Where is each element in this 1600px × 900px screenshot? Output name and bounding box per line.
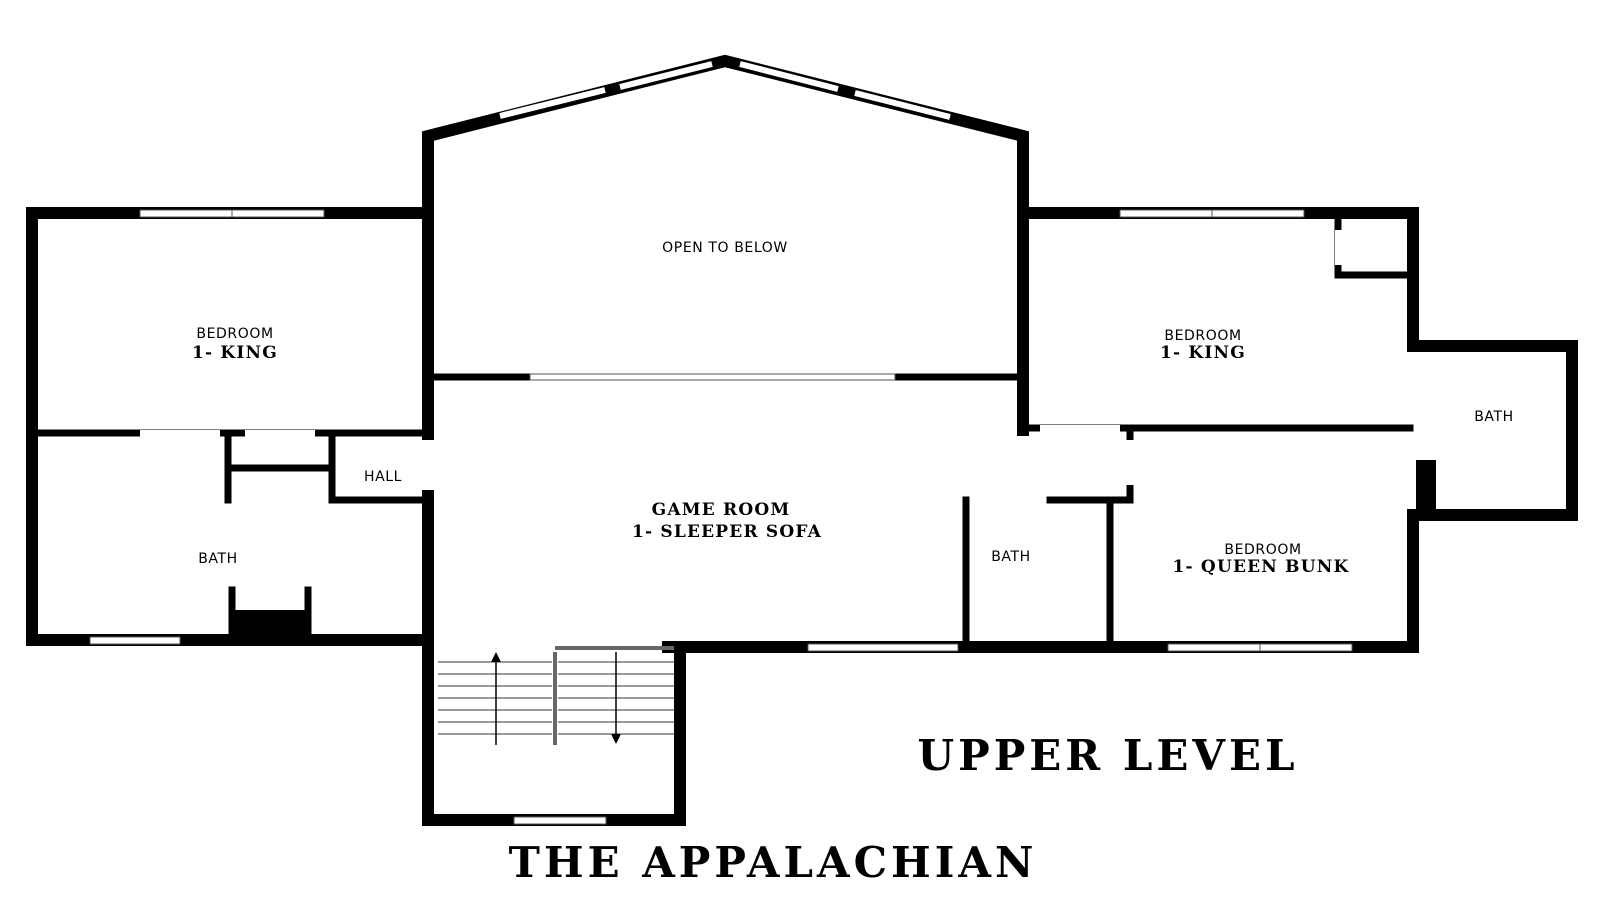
stair-treads-left bbox=[438, 661, 552, 735]
far-right-bath-door bbox=[1408, 360, 1418, 400]
window-peak-4 bbox=[854, 90, 951, 120]
label-game-room-bed: 1- SLEEPER SOFA bbox=[632, 522, 822, 542]
far-right-bath-fixture bbox=[1416, 460, 1436, 512]
left-bath-door bbox=[140, 430, 220, 438]
closet-walls bbox=[224, 429, 429, 504]
window-left-bath bbox=[89, 636, 181, 645]
walls bbox=[26, 54, 1578, 826]
plan-name-title: THE APPALACHIAN bbox=[509, 838, 1038, 887]
bedroom-bunk-door bbox=[1040, 425, 1120, 435]
window-game-room bbox=[807, 643, 959, 652]
label-bath-left: BATH bbox=[198, 551, 238, 567]
label-bedroom-left-bed: 1- KING bbox=[192, 343, 278, 363]
peak-wall bbox=[422, 54, 1029, 646]
label-bedroom-bunk: BEDROOM bbox=[1224, 542, 1301, 558]
label-bedroom-right: BEDROOM bbox=[1164, 328, 1241, 344]
label-bath-far-right: BATH bbox=[1474, 409, 1514, 425]
label-bath-center: BATH bbox=[991, 549, 1031, 565]
closet-left-door bbox=[245, 430, 315, 438]
hall-door bbox=[420, 440, 436, 490]
closet-door bbox=[1335, 230, 1343, 265]
window-peak-2 bbox=[619, 61, 713, 90]
label-hall: HALL bbox=[364, 469, 402, 485]
stair-up-arrow-icon bbox=[491, 652, 501, 745]
window-stair bbox=[513, 816, 607, 825]
windows bbox=[89, 61, 1353, 825]
stairs bbox=[438, 646, 674, 745]
hall-jog-wall bbox=[1046, 424, 1134, 504]
label-open-to-below: OPEN TO BELOW bbox=[662, 240, 788, 256]
hall-jog-door bbox=[1126, 440, 1136, 485]
left-bath-fixture bbox=[230, 610, 310, 640]
room-labels: OPEN TO BELOW BEDROOM 1- KING BEDROOM 1-… bbox=[192, 240, 1514, 577]
openings bbox=[140, 230, 1418, 504]
left-wing-wall bbox=[26, 207, 431, 646]
window-peak-3 bbox=[739, 61, 839, 92]
left-bath-fixture-walls bbox=[228, 586, 312, 644]
center-bath-walls bbox=[962, 496, 1114, 649]
far-right-bath-wall bbox=[1407, 340, 1578, 521]
railing-open-below bbox=[529, 373, 896, 381]
window-peak-1 bbox=[499, 87, 606, 119]
label-bedroom-right-bed: 1- KING bbox=[1160, 343, 1246, 363]
right-closet-wall bbox=[1334, 212, 1414, 279]
level-title: UPPER LEVEL bbox=[917, 731, 1298, 780]
label-game-room: GAME ROOM bbox=[652, 500, 791, 520]
center-bath-door bbox=[980, 497, 1040, 504]
stair-down-arrow-icon bbox=[611, 652, 621, 744]
label-bedroom-left: BEDROOM bbox=[196, 326, 273, 342]
label-bedroom-bunk-bed: 1- QUEEN BUNK bbox=[1173, 557, 1350, 577]
